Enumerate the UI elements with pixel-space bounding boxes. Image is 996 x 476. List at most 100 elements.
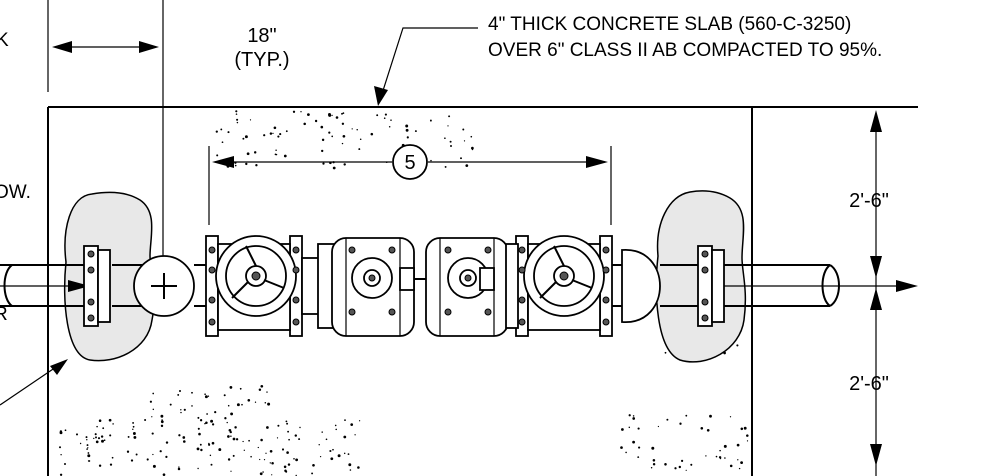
concrete-speck — [221, 141, 224, 144]
concrete-speck — [248, 439, 250, 442]
concrete-speck — [287, 430, 290, 433]
concrete-speck — [652, 459, 656, 462]
concrete-speck — [101, 439, 104, 443]
concrete-speck — [207, 395, 210, 397]
concrete-speck — [284, 469, 287, 473]
concrete-speck — [109, 434, 112, 437]
concrete-speck — [271, 474, 273, 476]
concrete-speck — [204, 395, 208, 399]
concrete-speck — [259, 458, 261, 461]
concrete-speck — [341, 122, 345, 125]
concrete-speck — [227, 458, 231, 461]
flange-right — [697, 245, 725, 327]
concrete-speck — [79, 442, 82, 445]
concrete-speck — [182, 436, 186, 439]
concrete-speck — [384, 113, 387, 116]
concrete-speck — [273, 126, 277, 130]
concrete-speck — [242, 137, 245, 140]
concrete-speck — [277, 135, 280, 138]
concrete-speck — [298, 438, 301, 441]
concrete-speck — [321, 149, 324, 153]
concrete-speck — [235, 110, 238, 113]
concrete-speck — [357, 466, 360, 469]
cut-label-k: K — [0, 30, 9, 51]
concrete-speck — [269, 449, 273, 453]
concrete-speck — [255, 164, 258, 167]
concrete-speck — [430, 159, 432, 162]
concrete-speck — [347, 453, 350, 455]
concrete-speck — [60, 454, 62, 456]
concrete-speck — [226, 421, 228, 424]
flange-left — [83, 245, 111, 327]
concrete-speck — [165, 455, 168, 459]
concrete-speck — [460, 157, 462, 160]
concrete-speck — [271, 461, 274, 465]
concrete-speck — [462, 128, 465, 131]
concrete-speck — [470, 135, 473, 138]
concrete-speck — [100, 435, 104, 438]
concrete-speck — [97, 437, 101, 440]
concrete-speck — [243, 449, 245, 451]
vertical-dimension: 2'-6" 2'-6" — [849, 106, 910, 476]
concrete-speck — [227, 435, 230, 438]
slab-callout: 4" THICK CONCRETE SLAB (560-C-3250) OVER… — [374, 14, 882, 106]
concrete-speck — [87, 454, 91, 458]
concrete-speck — [448, 115, 451, 118]
concrete-speck — [266, 391, 268, 393]
concrete-speck — [723, 444, 727, 448]
concrete-speck — [214, 411, 217, 414]
concrete-speck — [632, 415, 635, 417]
concrete-speck — [650, 466, 653, 469]
concrete-stipple — [58, 110, 749, 476]
concrete-speck — [666, 418, 669, 421]
concrete-speck — [376, 114, 379, 117]
concrete-speck — [625, 451, 627, 454]
concrete-speck — [664, 463, 667, 466]
concrete-speck — [199, 419, 203, 422]
concrete-speck — [236, 118, 239, 121]
concrete-speck — [311, 472, 314, 475]
concrete-speck — [342, 112, 345, 114]
concrete-speck — [354, 434, 356, 436]
concrete-speck — [160, 420, 164, 424]
concrete-speck — [285, 420, 288, 423]
concrete-speck — [743, 426, 747, 430]
concrete-speck — [234, 164, 237, 167]
concrete-speck — [447, 125, 449, 127]
concrete-speck — [341, 112, 343, 115]
concrete-speck — [344, 419, 346, 421]
slab-note-line2: OVER 6" CLASS II AB COMPACTED TO 95%. — [488, 40, 882, 61]
concrete-speck — [685, 414, 688, 417]
concrete-speck — [75, 433, 79, 436]
concrete-speck — [86, 439, 88, 441]
concrete-speck — [330, 457, 334, 461]
concrete-speck — [216, 154, 219, 157]
concrete-speck — [112, 423, 114, 425]
concrete-speck — [103, 439, 106, 442]
concrete-speck — [159, 450, 162, 453]
detail-reference-bubble — [392, 144, 428, 180]
check-valve-right — [425, 237, 519, 337]
concrete-speck — [109, 463, 113, 466]
concrete-speck — [227, 404, 230, 407]
concrete-speck — [249, 119, 252, 121]
concrete-speck — [262, 471, 264, 473]
concrete-speck — [59, 431, 63, 435]
concrete-speck — [178, 434, 181, 437]
concrete-speck — [281, 448, 285, 451]
concrete-speck — [160, 424, 164, 428]
concrete-speck — [264, 401, 267, 404]
concrete-speck — [307, 113, 310, 116]
concrete-speck — [738, 467, 741, 470]
concrete-speck — [331, 135, 334, 138]
concrete-speck — [229, 386, 233, 389]
concrete-speck — [295, 458, 298, 462]
concrete-speck — [628, 426, 631, 429]
concrete-speck — [151, 416, 153, 418]
concrete-speck — [267, 402, 271, 406]
concrete-speck — [215, 130, 218, 133]
concrete-speck — [253, 151, 257, 154]
concrete-speck — [450, 145, 452, 147]
concrete-speck — [337, 454, 341, 458]
